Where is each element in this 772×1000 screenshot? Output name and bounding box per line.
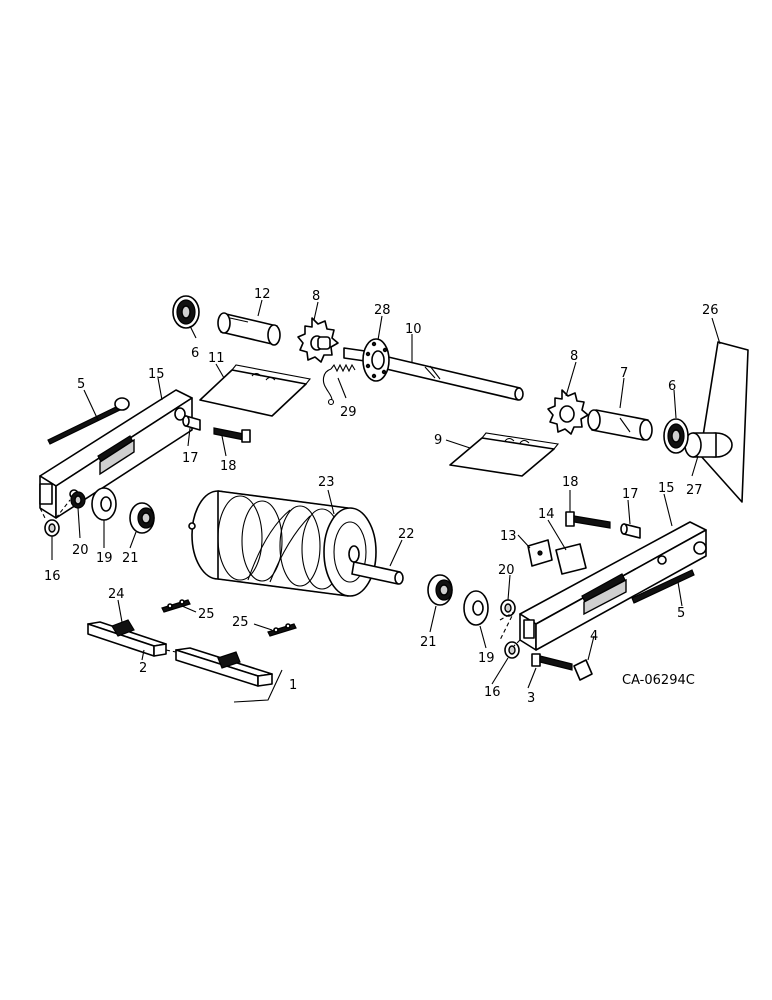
- part-6-bearing-left: [172, 295, 200, 329]
- callout-11: 11: [208, 351, 225, 366]
- callout-17-left: 17: [182, 451, 199, 466]
- part-16-bushing-left: [44, 519, 60, 537]
- callout-24: 24: [108, 587, 125, 602]
- callout-27: 27: [686, 483, 703, 498]
- callout-25-right: 25: [232, 615, 249, 630]
- part-9-plate: [449, 432, 560, 477]
- part-24-clip: [111, 619, 241, 669]
- callout-21-right: 21: [420, 635, 437, 650]
- callout-25-left: 25: [198, 607, 215, 622]
- callout-6-left: 6: [191, 346, 199, 361]
- part-7-sleeve: [587, 409, 653, 441]
- part-6-bearing-right: [663, 418, 689, 454]
- callout-18-right: 18: [562, 475, 579, 490]
- callout-21-left: 21: [122, 551, 139, 566]
- callout-12: 12: [254, 287, 271, 302]
- callout-15-right: 15: [658, 481, 675, 496]
- callout-8-right: 8: [570, 349, 578, 364]
- callout-5-left: 5: [77, 377, 85, 392]
- part-20-spacer-right: [500, 599, 516, 617]
- callout-5-right: 5: [677, 606, 685, 621]
- part-25-clip: [161, 599, 297, 637]
- callout-13: 13: [500, 529, 517, 544]
- part-14-plate: [555, 543, 587, 575]
- part-20-spacer-left: [70, 491, 86, 509]
- callout-3: 3: [527, 691, 535, 706]
- drawing-code: CA-06294C: [622, 673, 695, 688]
- callout-labels: 1 2 3 4 5 5 6 6 7 8 8 9 10 11 12 13 14 1…: [44, 287, 719, 706]
- callout-19-right: 19: [478, 651, 495, 666]
- callout-10: 10: [405, 322, 422, 337]
- part-19-washer-left: [91, 487, 117, 521]
- callout-1: 1: [289, 678, 297, 693]
- part-18-bolt-right: [565, 511, 611, 529]
- part-5-rod-right: [631, 569, 695, 604]
- callout-14: 14: [538, 507, 555, 522]
- part-8-sprocket-right: [547, 389, 589, 435]
- part-26-plate: [699, 341, 749, 503]
- callout-28: 28: [374, 303, 391, 318]
- callout-22: 22: [398, 527, 415, 542]
- callout-20-right: 20: [498, 563, 515, 578]
- part-29-spring: [322, 363, 356, 406]
- callout-23: 23: [318, 475, 335, 490]
- callout-26: 26: [702, 303, 719, 318]
- callout-15-left: 15: [148, 367, 165, 382]
- callout-9: 9: [434, 433, 442, 448]
- part-18-bolt-left: [213, 427, 251, 443]
- part-13-bracket: [527, 539, 553, 567]
- part-21-bearing-right: [427, 574, 453, 606]
- part-5-rod-left: [47, 397, 130, 445]
- callout-4: 4: [590, 629, 598, 644]
- callout-6-right: 6: [668, 379, 676, 394]
- part-22-shaft: [351, 561, 404, 585]
- callout-8-left: 8: [312, 289, 320, 304]
- part-17-pin-left: [182, 415, 201, 431]
- part-15-arm-right: [519, 521, 707, 651]
- part-8-sprocket-left: [297, 317, 339, 363]
- callout-19-left: 19: [96, 551, 113, 566]
- part-15-arm-left: [39, 389, 193, 519]
- part-21-bearing-left: [129, 502, 155, 534]
- callout-16-left: 16: [44, 569, 61, 584]
- callout-2: 2: [139, 661, 147, 676]
- callout-16-right: 16: [484, 685, 501, 700]
- part-17-pin-right: [620, 523, 641, 539]
- callout-17-right: 17: [622, 487, 639, 502]
- part-27-collar: [684, 432, 733, 458]
- part-19-washer-right: [463, 590, 489, 626]
- part-16-bushing-right: [504, 641, 520, 659]
- part-23-roller: [188, 490, 377, 597]
- part-11-plate: [199, 364, 312, 417]
- part-3-bolt: [531, 653, 573, 671]
- callout-20-left: 20: [72, 543, 89, 558]
- leader-lines: [39, 299, 721, 703]
- callout-18-left: 18: [220, 459, 237, 474]
- callout-7: 7: [620, 366, 628, 381]
- callout-29: 29: [340, 405, 357, 420]
- part-12-sleeve: [217, 312, 281, 346]
- part-2-channel: [87, 621, 167, 657]
- part-28-flange: [362, 338, 390, 382]
- part-4-spacer: [573, 659, 593, 681]
